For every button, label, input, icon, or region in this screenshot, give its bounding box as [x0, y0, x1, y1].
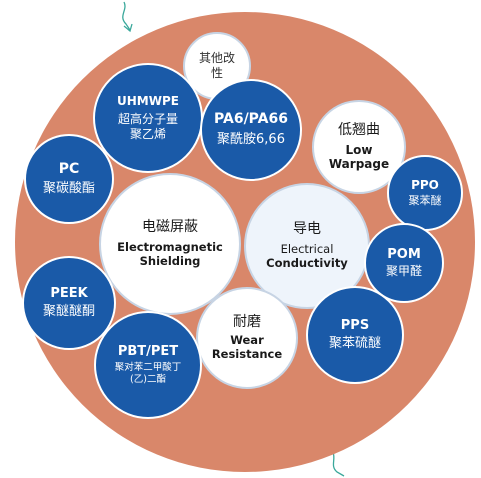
pom-zh-label: 聚甲醛 — [385, 264, 422, 279]
ppo-label: PPO — [411, 177, 439, 192]
pbt-pet-zh-line2: (乙)二酯 — [130, 374, 166, 386]
pa-label: PA6/PA66 — [214, 111, 288, 128]
uhmwpe-zh-line1: 超高分子量 — [117, 111, 178, 126]
other-modification-label: 其他改性 — [198, 51, 235, 80]
low-warpage-en-line2: Warpage — [328, 157, 390, 172]
pps-zh-label: 聚苯硫醚 — [328, 336, 381, 352]
ppo-zh-label: 聚苯醚 — [408, 194, 442, 208]
wear-en-line2: Resistance — [211, 347, 283, 362]
pc-zh-label: 聚碳酸酯 — [42, 180, 95, 196]
circle-emi-shielding: 电磁屏蔽 Electromagnetic Shielding — [99, 173, 241, 315]
circle-pom: POM 聚甲醛 — [364, 223, 444, 303]
pbt-pet-zh-line1: 聚对苯二甲酸丁 — [114, 362, 182, 374]
pa-zh-label: 聚酰胺6,66 — [217, 132, 285, 148]
top-wire — [122, 1, 131, 31]
circle-wear-resistance: 耐磨 Wear Resistance — [196, 287, 298, 389]
circle-pps: PPS 聚苯硫醚 — [306, 286, 404, 384]
uhmwpe-zh-line2: 聚乙烯 — [129, 126, 166, 141]
uhmwpe-label: UHMWPE — [117, 94, 179, 109]
peek-label: PEEK — [50, 285, 88, 301]
circle-peek: PEEK 聚醚醚酮 — [22, 256, 116, 350]
pbt-pet-label: PBT/PET — [117, 343, 179, 359]
conductivity-en-line2: Conductivity — [266, 255, 348, 270]
conductivity-en-line1: Electrical — [280, 241, 334, 256]
wear-zh-label: 耐磨 — [233, 313, 261, 330]
bottom-wire — [332, 451, 345, 477]
top-wire-arrow — [123, 23, 133, 33]
emi-en-line1: Electromagnetic — [117, 239, 223, 254]
circle-pbt-pet: PBT/PET 聚对苯二甲酸丁 (乙)二酯 — [94, 311, 202, 419]
wear-en-line1: Wear — [230, 333, 264, 348]
low-warpage-en-line1: Low — [345, 142, 373, 157]
circle-low-warpage: 低翘曲 Low Warpage — [312, 100, 406, 194]
emi-zh-label: 电磁屏蔽 — [142, 219, 198, 236]
circle-pa6-pa66: PA6/PA66 聚酰胺6,66 — [200, 79, 302, 181]
pps-label: PPS — [340, 317, 370, 333]
pom-label: POM — [387, 246, 421, 262]
circle-ppo: PPO 聚苯醚 — [387, 155, 463, 231]
emi-en-line2: Shielding — [139, 253, 201, 268]
circle-electrical-conductivity: 导电 Electrical Conductivity — [244, 183, 370, 309]
low-warpage-zh-label: 低翘曲 — [338, 122, 380, 139]
circle-pc: PC 聚碳酸酯 — [24, 134, 114, 224]
peek-zh-label: 聚醚醚酮 — [42, 304, 95, 320]
circle-uhmwpe: UHMWPE 超高分子量 聚乙烯 — [93, 63, 203, 173]
pc-label: PC — [58, 160, 80, 177]
conductivity-zh-label: 导电 — [293, 221, 321, 238]
